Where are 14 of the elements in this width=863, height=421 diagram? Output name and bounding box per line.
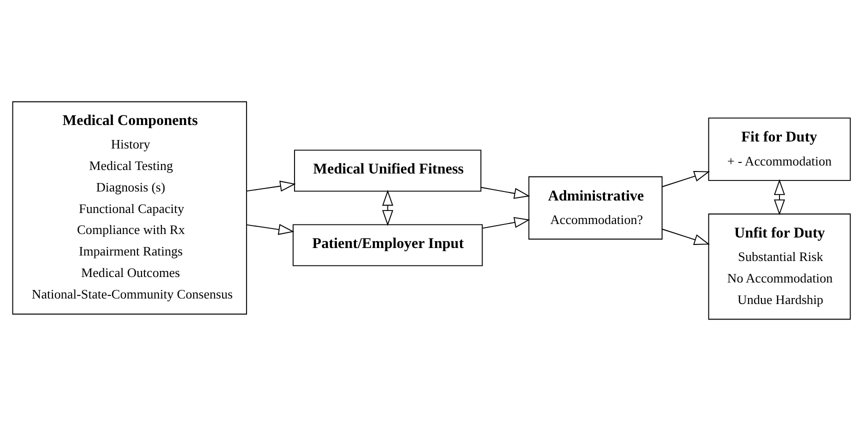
arrow [482,216,530,229]
arrow [662,228,710,245]
arrow [246,224,294,235]
node-box: Medical Components History Medical Testing Diagnosis (s) Functional Capacity Compliance with Rx Impairment Ratings Medical Outcomes National-State-Community Consensus [12,101,248,315]
arrow [382,190,394,226]
arrow [480,186,530,199]
node-box: Patient/Employer Input [292,224,483,266]
node-box: Fit for Duty + - Accommodation [708,118,851,181]
node-box: Medical Unified Fitness [294,150,482,192]
node-box: Administrative Accommodation? [528,176,663,240]
node-box: Unfit for Duty Substantial Risk No Accommodation Undue Hardship [708,214,851,320]
arrow [662,170,710,188]
arrow [774,179,786,216]
arrow [246,180,296,192]
